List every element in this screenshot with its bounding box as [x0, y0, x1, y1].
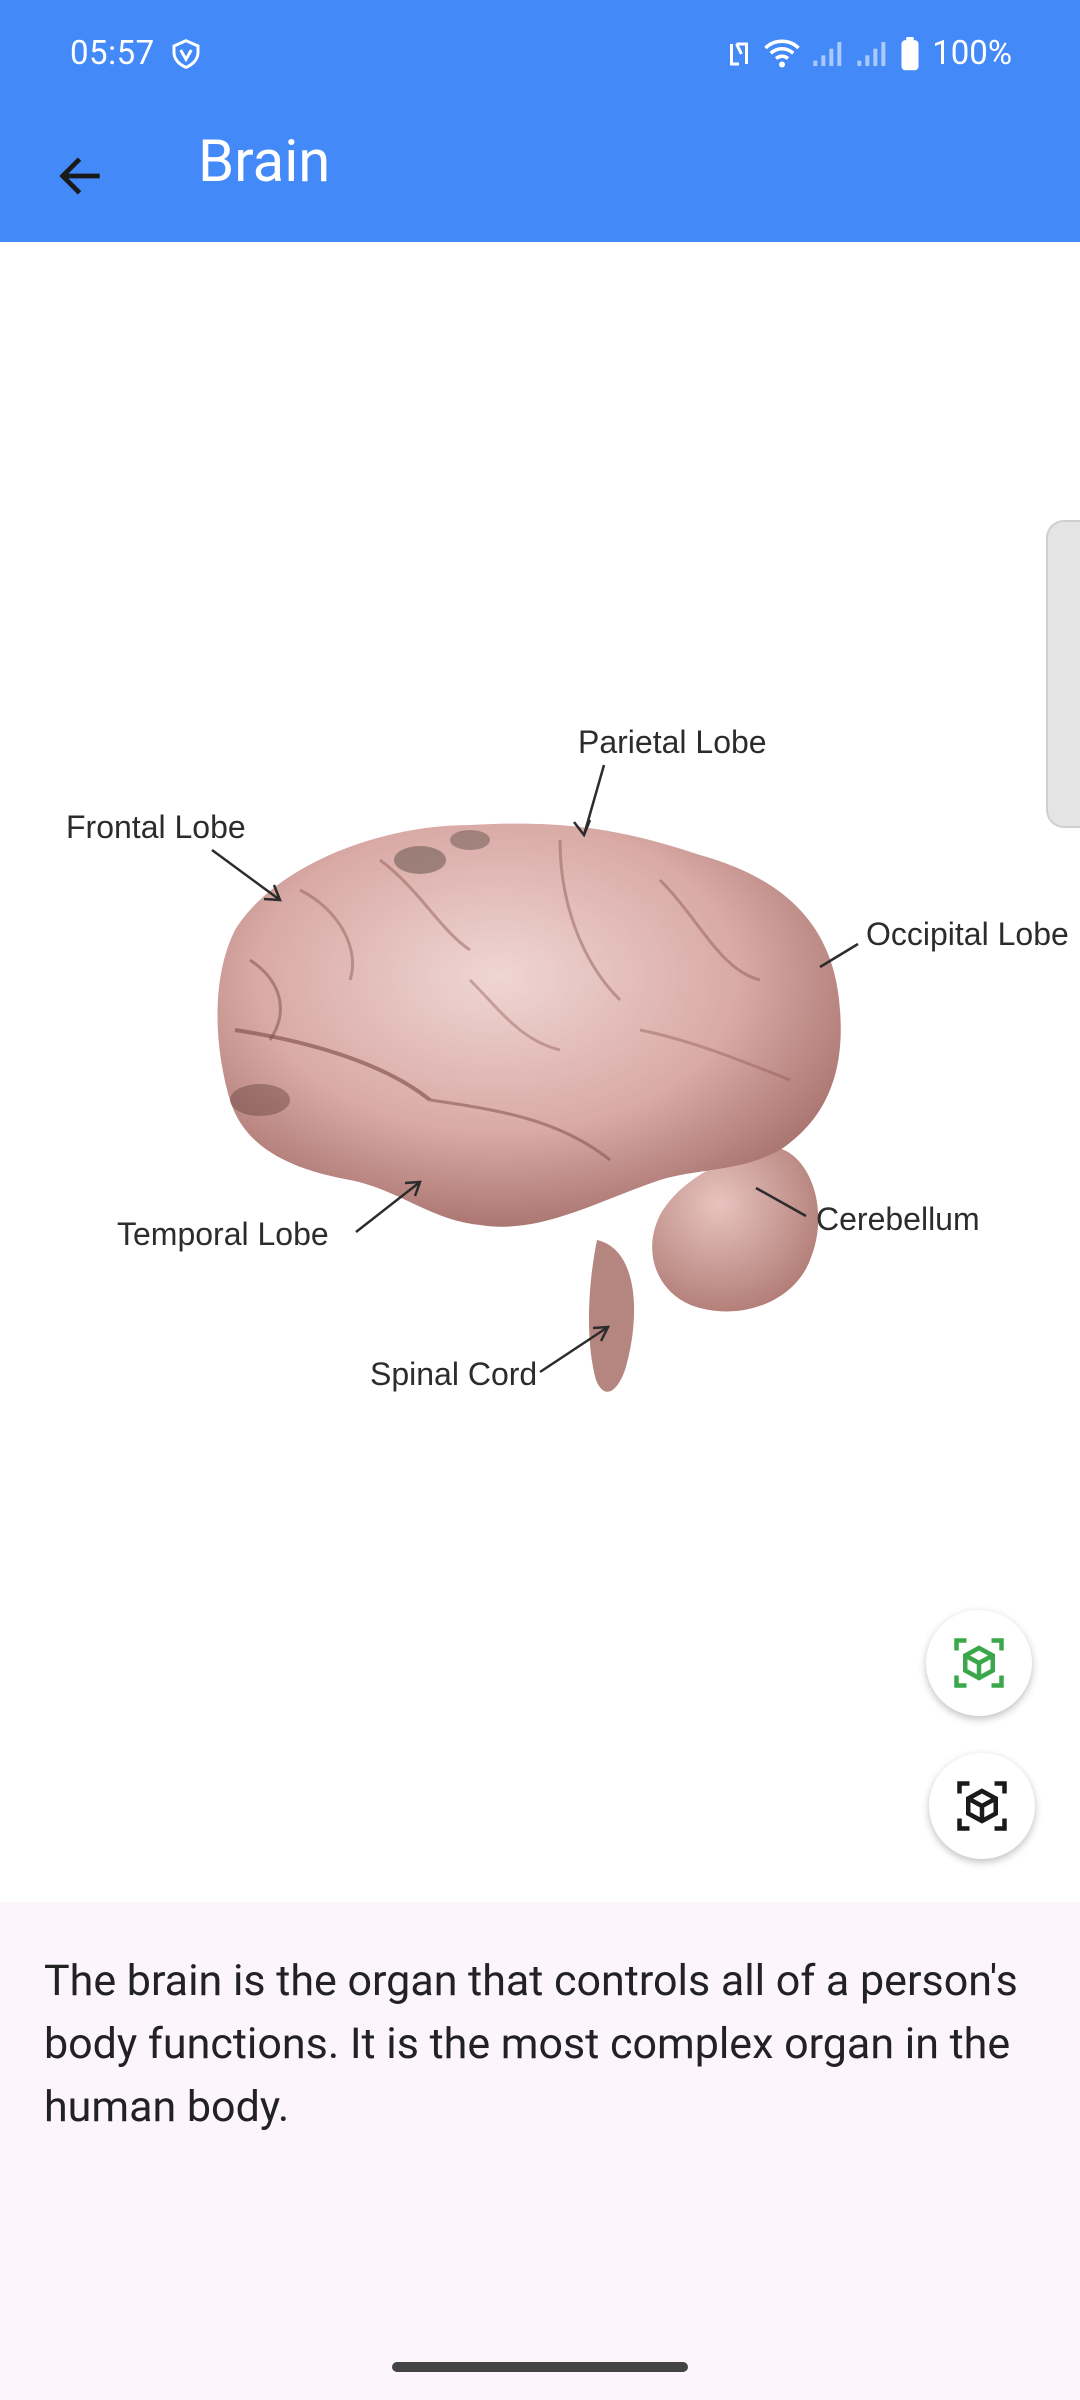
label-spinal-cord: Spinal Cord [370, 1356, 537, 1392]
leader-lines [211, 764, 859, 1374]
shield-icon [172, 39, 200, 69]
brain-model[interactable] [217, 823, 841, 1392]
battery-percent: 100% [932, 34, 1012, 73]
brain-diagram[interactable]: Parietal Lobe Frontal Lobe Occipital Lob… [0, 680, 1080, 1440]
3d-view-button[interactable] [929, 1753, 1035, 1859]
app-bar: Brain [0, 110, 1080, 242]
description-text: The brain is the organ that controls all… [44, 1956, 1018, 2132]
status-bar: 05:57 100% [0, 0, 1080, 110]
label-temporal-lobe: Temporal Lobe [117, 1216, 329, 1252]
label-occipital-lobe: Occipital Lobe [866, 916, 1069, 952]
status-time: 05:57 [70, 34, 155, 73]
signal-icon [813, 41, 842, 66]
3d-cube-icon [957, 1781, 1007, 1831]
arrow-left-icon [59, 157, 100, 195]
home-indicator[interactable] [392, 2362, 688, 2372]
label-cerebellum: Cerebellum [816, 1201, 980, 1237]
wifi-icon [764, 38, 800, 67]
ar-cube-icon [954, 1638, 1004, 1688]
battery-icon [901, 36, 919, 70]
nfc-icon [730, 42, 749, 65]
label-parietal-lobe: Parietal Lobe [578, 724, 767, 760]
description-panel: The brain is the organ that controls all… [0, 1902, 1080, 2400]
status-icons: 100% [726, 34, 1012, 73]
label-frontal-lobe: Frontal Lobe [66, 809, 246, 845]
back-button[interactable] [40, 136, 120, 216]
ar-view-button[interactable] [926, 1610, 1032, 1716]
scroll-handle[interactable] [1046, 520, 1080, 828]
page-title: Brain [198, 128, 331, 196]
signal-icon [857, 41, 886, 66]
